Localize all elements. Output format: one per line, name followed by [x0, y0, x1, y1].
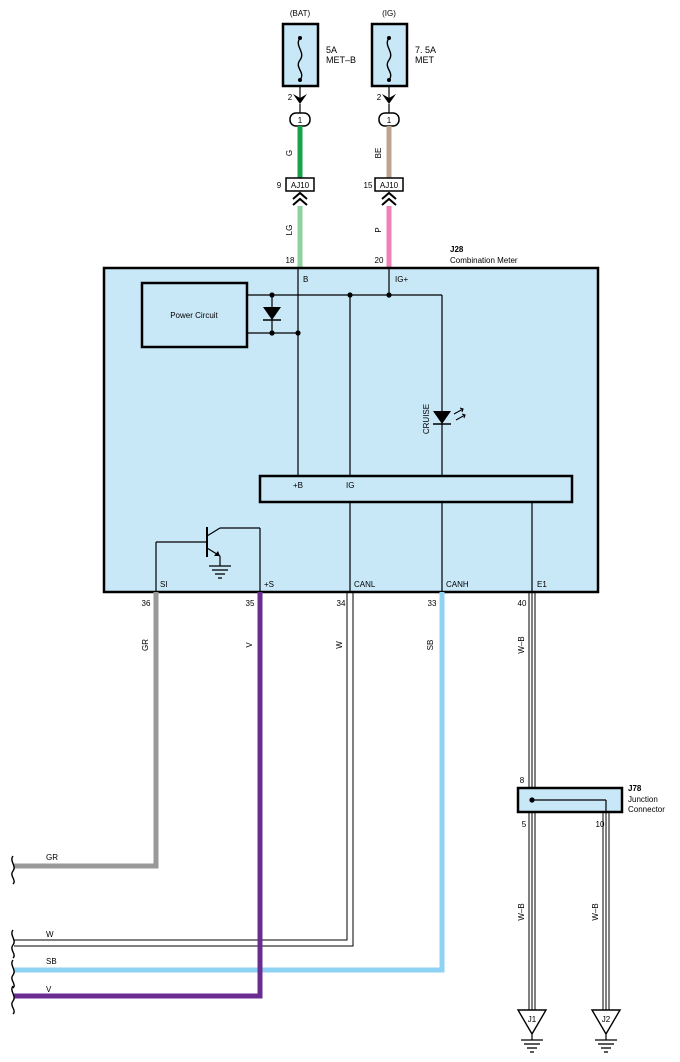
junction-wire-right-label: W–B — [591, 903, 600, 920]
wire-sb-label: SB — [426, 640, 435, 651]
meter-pin-b: 18 — [286, 256, 295, 265]
fuse-ig-box — [370, 22, 409, 88]
left-wire-v-label: V — [46, 985, 52, 994]
wire-be-label: BE — [374, 148, 383, 159]
fuse-ig-arrow-icon — [382, 94, 396, 104]
meter-term-ig: IG+ — [395, 275, 408, 284]
ground-j1-icon: J1 — [516, 1009, 548, 1053]
meter-term-b: B — [303, 275, 308, 284]
wire-v-label: V — [245, 642, 254, 648]
aj10-connector-left — [285, 177, 315, 192]
pin-40: 40 — [518, 599, 527, 608]
fuse-bat: (BAT) 5A MET–B — [281, 9, 356, 88]
fuse-bat-pin: 2 — [288, 93, 293, 102]
meter-name: Combination Meter — [450, 256, 518, 265]
aj10-right-chevron-icon — [381, 191, 397, 206]
aj10-right-pin: 15 — [364, 181, 373, 190]
junction-pin-left: 5 — [522, 820, 527, 829]
term-canl: CANL — [354, 580, 376, 589]
wire-sb — [14, 592, 445, 973]
wire-p-label: P — [374, 227, 383, 232]
junction-name1: Junction — [628, 795, 658, 804]
fuse-bat-terminal-icon — [298, 78, 302, 82]
fuse-bat-element-icon — [297, 37, 303, 81]
meter-ic-box — [258, 474, 574, 504]
cruise-label: CRUISE — [422, 404, 431, 434]
meter-id: J28 — [450, 245, 464, 254]
inline-connector-ig-label: 1 — [387, 116, 392, 125]
pin-36: 36 — [142, 599, 151, 608]
fuse-ig-terminal-icon — [387, 78, 391, 82]
fuse-ig-terminal-icon — [387, 36, 391, 40]
wire-gr — [14, 592, 159, 869]
power-circuit-label: Power Circuit — [170, 311, 218, 320]
fuse-bat-rating: 5A — [326, 45, 337, 55]
aj10-left-label: AJ10 — [291, 181, 310, 190]
pin-34: 34 — [337, 599, 346, 608]
wire-lg-label: LG — [285, 225, 294, 236]
left-wire-w-label: W — [46, 930, 54, 939]
bus-ig-label: IG — [346, 481, 354, 490]
pin-35: 35 — [246, 599, 255, 608]
diode-icon — [263, 307, 281, 320]
light-emission-icon — [453, 407, 466, 421]
junction-wire-left-label: W–B — [517, 903, 526, 920]
wire-break-icon — [11, 855, 15, 1015]
ground-j2-icon: J2 — [590, 1009, 622, 1053]
fuse-ig-rating: 7. 5A — [415, 45, 436, 55]
wire-gr-label: GR — [141, 639, 150, 651]
wire-w-label: W — [335, 641, 344, 649]
term-e1: E1 — [537, 580, 547, 589]
aj10-left-chevron-icon — [292, 191, 308, 206]
ground-j1-label: J1 — [528, 1015, 537, 1024]
junction-name2: Connector — [628, 805, 665, 814]
fuse-ig-pin: 2 — [377, 93, 382, 102]
fuse-bat-terminal-icon — [298, 36, 302, 40]
power-circuit-box — [140, 281, 249, 349]
wire-wb-label: W–B — [517, 636, 526, 653]
wire-g-label: G — [285, 150, 294, 156]
aj10-left-pin: 9 — [277, 181, 282, 190]
term-canh: CANH — [446, 580, 469, 589]
inline-connector-bat-label: 1 — [298, 116, 303, 125]
fuse-bat-box — [281, 22, 320, 88]
fuse-bat-source: (BAT) — [290, 9, 311, 18]
wire-v — [14, 592, 263, 999]
fuse-ig: (IG) 7. 5A MET — [370, 9, 436, 88]
left-wire-gr-label: GR — [46, 853, 58, 862]
meter-ground-icon — [209, 565, 231, 579]
junction-pin-right: 10 — [596, 820, 605, 829]
ground-j2-label: J2 — [602, 1015, 611, 1024]
meter-pin-ig: 20 — [375, 256, 384, 265]
fuse-ig-element-icon — [386, 37, 392, 81]
term-si: SI — [160, 580, 168, 589]
transistor-icon — [155, 527, 261, 592]
fuse-bat-name: MET–B — [326, 55, 356, 65]
cruise-led-icon — [433, 411, 451, 424]
pin-33: 33 — [428, 599, 437, 608]
aj10-right-label: AJ10 — [380, 181, 399, 190]
left-wire-sb-label: SB — [46, 957, 57, 966]
bus-b-label: +B — [293, 481, 303, 490]
junction-pin-top: 8 — [520, 776, 525, 785]
fuse-ig-name: MET — [415, 55, 435, 65]
fuse-bat-arrow-icon — [293, 94, 307, 104]
term-plus-s: +S — [264, 580, 274, 589]
junction-id: J78 — [628, 784, 642, 793]
fuse-ig-source: (IG) — [382, 9, 396, 18]
aj10-connector-right — [374, 177, 404, 192]
